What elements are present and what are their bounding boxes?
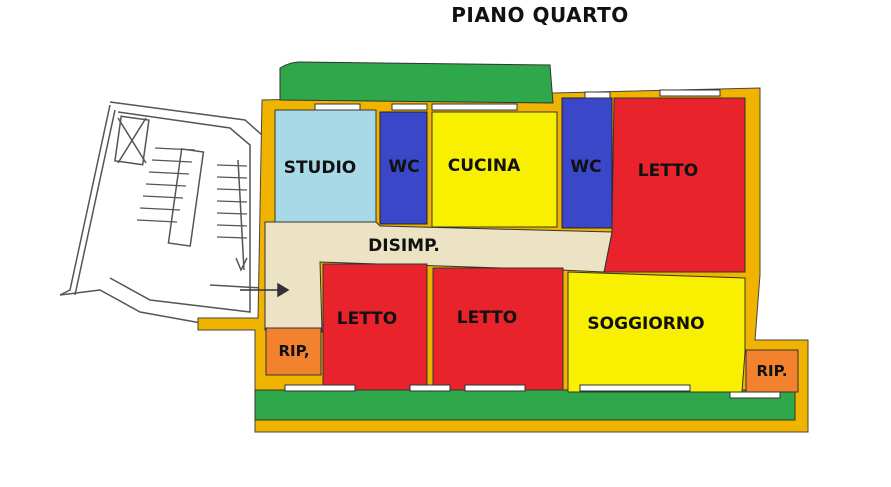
room-cucina	[431, 111, 558, 228]
room-ripostiglio-1	[265, 327, 322, 376]
label-letto-1: LETTO	[638, 161, 698, 181]
label-ripostiglio-2: RIP.	[756, 362, 787, 380]
door-openings	[284, 89, 781, 399]
label-wc-2: WC	[570, 157, 601, 177]
label-letto-3: LETTO	[457, 308, 517, 328]
label-disimpegno: DISIMP.	[368, 236, 440, 256]
room-wc-2	[561, 97, 613, 229]
room-letto-3	[432, 267, 564, 391]
label-cucina: CUCINA	[448, 156, 521, 176]
stair-treads	[136, 147, 248, 239]
label-soggiorno: SOGGIORNO	[587, 314, 704, 334]
balcony-bottom	[254, 389, 796, 421]
room-soggiorno	[567, 271, 746, 393]
label-ripostiglio-1: RIP,	[278, 342, 309, 360]
stairwell	[59, 101, 263, 331]
label-studio: STUDIO	[284, 158, 357, 178]
entrance-arrow-icon	[240, 282, 290, 298]
page-title: PIANO QUARTO	[451, 3, 629, 27]
balcony-top	[279, 61, 554, 104]
label-wc-1: WC	[388, 157, 419, 177]
label-letto-2: LETTO	[337, 309, 397, 329]
room-letto-1	[603, 97, 746, 273]
room-letto-2	[322, 263, 428, 391]
room-ripostiglio-2	[745, 349, 799, 393]
room-wc-1	[379, 111, 428, 225]
